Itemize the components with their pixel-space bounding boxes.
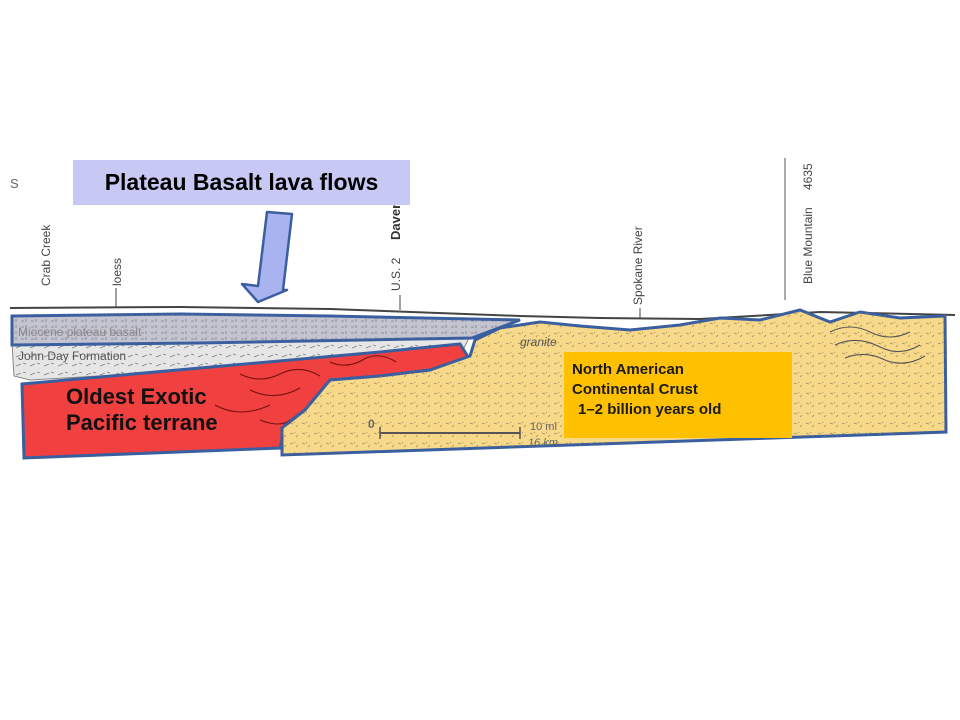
crust-callout-line2: Continental Crust <box>572 381 698 398</box>
plateau-basalt-callout: Plateau Basalt lava flows <box>73 160 410 205</box>
label-us2: U.S. 2 <box>389 257 403 291</box>
label-edge-left: S <box>10 176 19 191</box>
crust-callout-line1: North American <box>572 361 684 378</box>
label-john-day: John Day Formation <box>18 349 126 363</box>
label-blue-mountain: Blue Mountain <box>801 207 815 284</box>
label-miocene-basalt: Miocene plateau basalt <box>18 325 142 339</box>
label-loess: loess <box>110 258 124 286</box>
down-arrow-icon <box>240 210 294 304</box>
label-davenport: Daven <box>388 201 403 240</box>
label-spokane-river: Spokane River <box>631 226 645 305</box>
blue-mountain-strata <box>829 326 926 364</box>
basalt-hatch-fill <box>12 314 520 345</box>
terrane-callout-line1: Oldest Exotic <box>66 384 207 409</box>
label-granite: granite <box>520 335 557 349</box>
label-scale-miles: 10 mi <box>530 421 557 433</box>
john-day-dash-fill <box>12 336 470 380</box>
terrane-fold-lines <box>214 355 397 425</box>
label-elevation: 4635 <box>801 163 815 190</box>
label-crab-creek: Crab Creek <box>39 224 53 286</box>
terrane-callout-line2: Pacific terrane <box>66 410 218 435</box>
crust-callout-line3: 1–2 billion years old <box>578 401 722 418</box>
exotic-terrane-callout: Oldest Exotic Pacific terrane <box>66 384 218 436</box>
continental-crust-callout: North American Continental Crust 1–2 bil… <box>564 352 792 438</box>
label-scale-km: 16 km <box>528 437 558 449</box>
label-scale-zero: 0 <box>368 417 375 431</box>
